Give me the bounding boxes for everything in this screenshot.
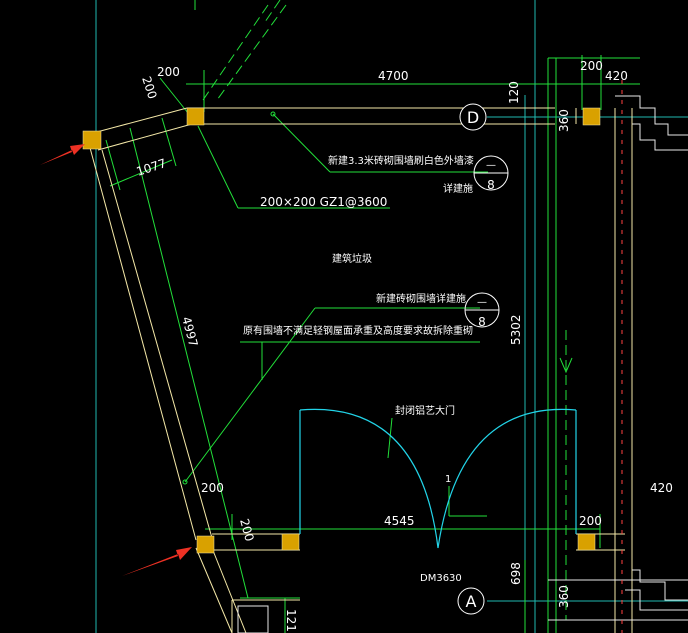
detail-ref-top-text: 详建施 xyxy=(443,182,473,195)
dim-text-4997: 4997 xyxy=(179,315,200,348)
step-bottom-2 xyxy=(625,589,688,611)
dim-text-200-lower-diag: 200 xyxy=(237,517,256,543)
gate-arcs xyxy=(299,408,577,549)
walls xyxy=(85,107,633,633)
wall-diag-outer xyxy=(85,132,197,541)
dim-text-200-top-right: 200 xyxy=(580,59,603,73)
dim-text-420-right: 420 xyxy=(650,481,673,495)
dimension-lines xyxy=(105,55,640,633)
column-bottom xyxy=(281,533,300,551)
door-code-text: DM3630 xyxy=(420,573,462,584)
dim-line-4997 xyxy=(129,127,249,599)
leader-dot-top xyxy=(270,111,276,117)
leader-column xyxy=(197,125,239,209)
column-top-left xyxy=(82,130,102,150)
dashed-line-c xyxy=(264,0,281,23)
dashed-line-a xyxy=(202,4,269,101)
leader-wall-note xyxy=(272,113,331,173)
building-detail-a xyxy=(237,605,269,633)
dashed-line-b xyxy=(216,4,287,101)
callout-top-numerator: — xyxy=(486,160,496,171)
column-bottom-right xyxy=(577,533,596,551)
gate-index-text: 1 xyxy=(445,474,451,485)
axis-bubbles xyxy=(457,103,487,615)
construction-waste-text: 建筑垃圾 xyxy=(332,252,372,265)
dim-text-200-lower-right: 200 xyxy=(579,514,602,528)
dim-text-200-diag-left: 200 xyxy=(139,75,159,101)
axis-label-a: A xyxy=(466,592,477,611)
column-spec-text: 200×200 GZ1@3600 xyxy=(260,195,387,209)
dim-text-200-top-left: 200 xyxy=(157,65,180,79)
callout-mid-denominator: 8 xyxy=(478,315,486,329)
wall-top-diag-inner xyxy=(97,123,193,151)
dim-line-200-diag xyxy=(159,77,189,114)
wall-note-mid-text: 新建砖砌围墙详建施 xyxy=(376,292,466,305)
columns xyxy=(82,107,601,554)
wall-lower-inner xyxy=(211,547,247,633)
flow-arrow-icon xyxy=(559,357,573,374)
leader-mid xyxy=(184,307,316,483)
step-top-2 xyxy=(632,123,688,151)
dim-text-5302: 5302 xyxy=(509,314,523,345)
dim-text-1077: 1077 xyxy=(135,156,168,179)
dim-text-120: 120 xyxy=(507,81,521,104)
dim-text-4700: 4700 xyxy=(378,69,409,83)
gate-arc-left xyxy=(299,408,439,549)
red-arrows xyxy=(40,144,192,576)
dim-text-360-top: 360 xyxy=(557,109,571,132)
red-arrow-bottom-icon xyxy=(122,547,192,576)
dim-ext-1077-right xyxy=(161,117,177,167)
grid-lines xyxy=(95,0,688,633)
step-top-1 xyxy=(615,95,688,136)
dim-text-360-bottom: 360 xyxy=(557,585,571,608)
leader-gate xyxy=(387,417,393,459)
right-structure xyxy=(237,95,688,633)
column-top-right xyxy=(582,107,601,126)
column-top xyxy=(186,107,205,126)
dim-ext-1077-left xyxy=(105,139,121,191)
step-bottom-1 xyxy=(632,569,688,601)
axis-bubble-d xyxy=(459,103,487,131)
axis-bubble-a xyxy=(457,587,485,615)
dim-text-4545: 4545 xyxy=(384,514,415,528)
leader-dot-mid xyxy=(182,479,188,485)
callout-top-denominator: 8 xyxy=(487,178,495,192)
gate-arc-right xyxy=(437,408,577,549)
column-bottom-left xyxy=(196,535,215,554)
wall-lower-outer xyxy=(195,547,233,633)
red-arrow-top-icon xyxy=(40,144,85,165)
callout-circles xyxy=(464,155,509,328)
axis-label-d: D xyxy=(467,108,479,127)
dim-text-698: 698 xyxy=(509,562,523,585)
wall-note-top-text: 新建3.3米砖砌围墙刷白色外墙漆 xyxy=(328,154,474,167)
dim-text-200-lower-left: 200 xyxy=(201,481,224,495)
wall-top-diag-outer xyxy=(92,107,188,134)
existing-wall-note-text: 原有围墙不满足轻钢屋面承重及高度要求故拆除重砌 xyxy=(243,324,473,337)
wall-diag-inner xyxy=(101,149,213,539)
gate-label-text: 封闭铝艺大门 xyxy=(395,404,455,417)
callout-mid-numerator: — xyxy=(477,297,487,308)
dim-text-121: 121 xyxy=(284,609,298,632)
dim-text-420-top-right: 420 xyxy=(605,69,628,83)
